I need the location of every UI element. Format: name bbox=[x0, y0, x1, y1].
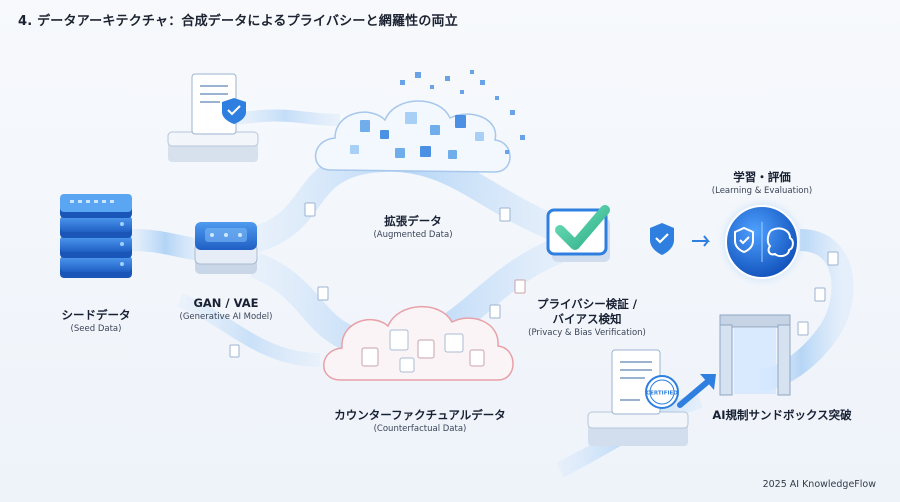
gan-vae-subtitle: (Generative AI Model) bbox=[179, 312, 273, 322]
certified-document: CERTIFIED bbox=[587, 349, 689, 446]
learning-subtitle: (Learning & Evaluation) bbox=[711, 186, 813, 196]
sandbox-title: AI規制サンドボックス突破 bbox=[712, 408, 852, 422]
learning-evaluation-circle bbox=[722, 202, 802, 282]
counterfactual-data-label: カウンターファクチュアルデータ (Counterfactual Data) bbox=[334, 408, 505, 435]
seed-data-subtitle: (Seed Data) bbox=[70, 324, 122, 334]
document-platform-top bbox=[167, 73, 259, 162]
augmented-data-cloud bbox=[314, 70, 525, 173]
floating-documents bbox=[229, 202, 839, 358]
gan-vae-label: GAN / VAE (Generative AI Model) bbox=[180, 296, 273, 323]
gan-vae-title: GAN / VAE bbox=[193, 296, 259, 310]
counterfactual-data-title: カウンターファクチュアルデータ bbox=[334, 408, 506, 422]
footer-credit: 2025 AI KnowledgeFlow bbox=[762, 479, 876, 490]
augmented-data-label: 拡張データ (Augmented Data) bbox=[373, 214, 452, 241]
learning-title: 学習・評価 bbox=[733, 170, 791, 184]
verification-subtitle: (Privacy & Bias Verification) bbox=[528, 328, 646, 338]
counterfactual-data-cloud bbox=[323, 306, 514, 381]
seed-data-title: シードデータ bbox=[61, 308, 131, 322]
augmented-data-subtitle: (Augmented Data) bbox=[373, 230, 453, 240]
verification-label: プライバシー検証 / バイアス検知 (Privacy & Bias Verifi… bbox=[528, 297, 646, 339]
arrow-right-icon bbox=[692, 235, 711, 247]
seed-data-stack bbox=[60, 194, 132, 278]
arrow-up-right-icon bbox=[677, 374, 716, 408]
verification-title-line1: プライバシー検証 / bbox=[537, 297, 637, 311]
shield-icon bbox=[650, 223, 674, 255]
sandbox-gate bbox=[719, 314, 791, 396]
certified-stamp-text: CERTIFIED bbox=[646, 391, 678, 397]
seed-data-label: シードデータ (Seed Data) bbox=[62, 308, 131, 335]
sandbox-label: AI規制サンドボックス突破 bbox=[712, 408, 851, 423]
counterfactual-data-subtitle: (Counterfactual Data) bbox=[373, 424, 467, 434]
page-title: 4. データアーキテクチャ：合成データによるプライバシーと網羅性の両立 bbox=[18, 14, 458, 29]
gan-vae-block bbox=[194, 222, 258, 274]
augmented-data-title: 拡張データ bbox=[384, 214, 442, 228]
verification-check bbox=[546, 205, 610, 262]
verification-title-line2: バイアス検知 bbox=[552, 312, 622, 326]
learning-label: 学習・評価 (Learning & Evaluation) bbox=[712, 170, 812, 197]
